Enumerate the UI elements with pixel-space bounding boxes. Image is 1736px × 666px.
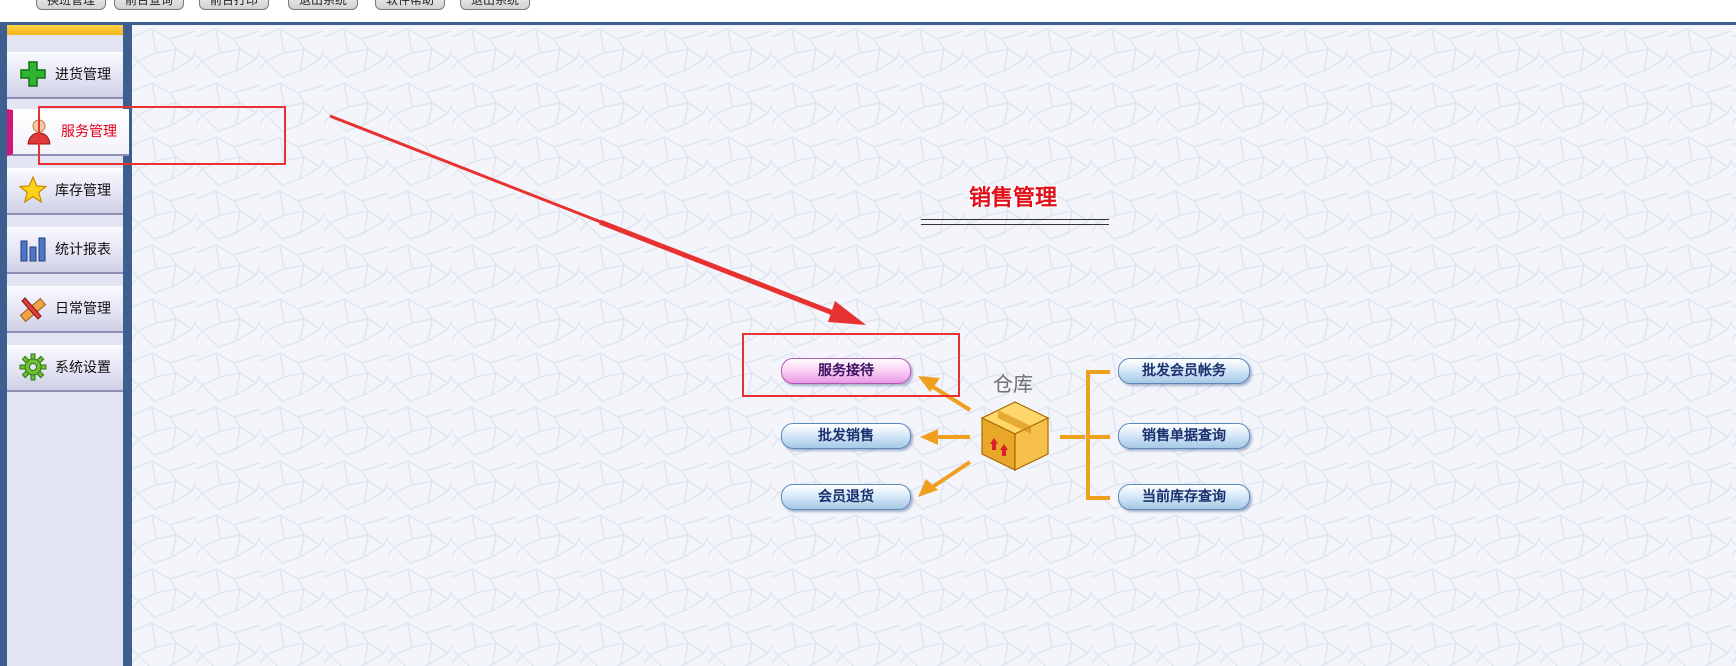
top-tab-1[interactable]: 换班管理	[36, 0, 107, 10]
sidebar-item-label: 服务管理	[61, 124, 117, 140]
sidebar-item-reports[interactable]: 统计报表	[7, 227, 123, 274]
member-return-button[interactable]: 会员退货	[781, 484, 911, 510]
sales-receipt-query-button[interactable]: 销售单据查询	[1118, 423, 1250, 449]
sidebar: 进货管理 服务管理 库存管理 统计报表 日常管理	[7, 25, 132, 666]
top-tab-6[interactable]: 退出系统	[460, 0, 531, 10]
sidebar-item-label: 库存管理	[55, 183, 111, 199]
left-frame-border	[0, 25, 7, 666]
top-tab-2[interactable]: 前台查询	[114, 0, 185, 10]
page-title: 销售管理	[968, 186, 1057, 211]
current-stock-query-button[interactable]: 当前库存查询	[1118, 484, 1250, 510]
sidebar-top-stripe	[7, 25, 123, 35]
pencil-ruler-icon	[19, 297, 47, 322]
highlight-box-button	[742, 333, 960, 397]
top-tab-5[interactable]: 软件帮助	[375, 0, 446, 10]
sidebar-item-daily[interactable]: 日常管理	[7, 286, 123, 333]
sidebar-item-inventory[interactable]: 库存管理	[7, 168, 123, 215]
sidebar-item-label: 统计报表	[55, 242, 111, 258]
top-tab-4[interactable]: 退出系统	[288, 0, 359, 10]
star-icon	[19, 176, 47, 204]
plus-icon	[20, 61, 46, 87]
sidebar-item-label: 日常管理	[55, 301, 111, 317]
top-tab-3[interactable]: 前台打印	[199, 0, 270, 10]
warehouse-label: 仓库	[993, 372, 1033, 396]
title-underline	[921, 219, 1109, 225]
sidebar-item-label: 系统设置	[55, 360, 111, 376]
top-toolbar: 换班管理 前台查询 前台打印 退出系统 软件帮助 退出系统	[0, 0, 1736, 25]
bar-chart-icon	[20, 237, 46, 262]
service-reception-button[interactable]: 服务接待	[781, 358, 911, 384]
highlight-box-sidebar	[38, 106, 286, 165]
sidebar-item-label: 进货管理	[55, 67, 111, 83]
sidebar-item-purchase[interactable]: 进货管理	[7, 52, 123, 99]
sidebar-item-settings[interactable]: 系统设置	[7, 345, 123, 392]
warehouse-box-icon[interactable]	[980, 400, 1050, 472]
wholesale-member-accounts-button[interactable]: 批发会员帐务	[1118, 358, 1250, 384]
gear-icon	[19, 353, 47, 381]
wholesale-sales-button[interactable]: 批发销售	[781, 423, 911, 449]
main-content	[132, 25, 1736, 666]
